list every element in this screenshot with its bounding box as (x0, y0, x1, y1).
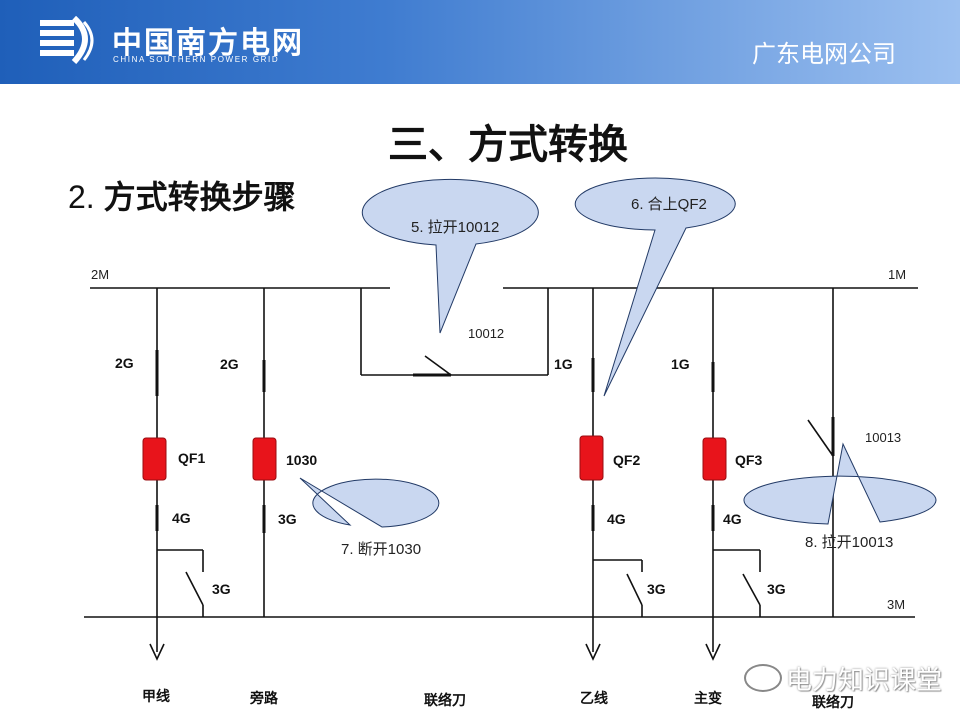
feeder-yi: 乙线 (580, 690, 608, 706)
breaker-qf3 (702, 437, 727, 481)
header-banner: 中国南方电网 CHINA SOUTHERN POWER GRID 广东电网公司 (0, 0, 960, 84)
feeder-zhu: 主变 (694, 690, 722, 706)
subtitle-text: 方式转换步骤 (103, 179, 296, 215)
callout-7-shape (299, 477, 440, 528)
watermark-text: 电力知识课堂 (786, 665, 943, 695)
company-name: 广东电网公司 (752, 41, 896, 68)
bus-1m-label: 1M (888, 267, 906, 282)
subtitle-number: 2. (68, 179, 95, 215)
breaker-qf1 (142, 437, 167, 481)
bus-3m-label: 3M (887, 597, 905, 612)
label-qf1: QF1 (178, 450, 205, 466)
callout-8-shape (743, 442, 937, 525)
callout-6-text: 6. 合上QF2 (631, 196, 707, 213)
label-zhu-3g: 3G (767, 581, 786, 597)
slide-title: 三、方式转换 (388, 123, 628, 167)
callout-8-text: 8. 拉开10013 (805, 534, 893, 551)
label-1030: 1030 (286, 452, 317, 468)
wechat-icon (744, 664, 782, 692)
power-grid-logo-icon (40, 16, 94, 64)
label-yi-1g: 1G (554, 356, 573, 372)
breaker-1030 (252, 437, 277, 481)
slide-subtitle: 2. 方式转换步骤 (68, 172, 296, 218)
breaker-qf2 (579, 435, 604, 481)
logo-text-cn: 中国南方电网 (112, 27, 304, 60)
feeder-jia: 甲线 (142, 688, 170, 704)
logo-text-en: CHINA SOUTHERN POWER GRID (113, 55, 280, 64)
label-jia-3g: 3G (212, 581, 231, 597)
callout-5-text: 5. 拉开10012 (411, 219, 499, 236)
label-qf2: QF2 (613, 452, 640, 468)
label-yi-4g: 4G (607, 511, 626, 527)
label-yi-3g: 3G (647, 581, 666, 597)
bus-2m-label: 2M (91, 267, 109, 282)
label-jia-2g: 2G (115, 355, 134, 371)
label-10013: 10013 (865, 430, 901, 445)
callout-5-shape (361, 178, 539, 334)
callout-6-shape (574, 177, 736, 397)
feeder-tie-1: 联络刀 (424, 692, 466, 708)
feeder-tie-2: 联络刀 (812, 694, 854, 710)
label-10012: 10012 (468, 326, 504, 341)
label-zhu-1g: 1G (671, 356, 690, 372)
label-pang-3g: 3G (278, 511, 297, 527)
feeder-pang: 旁路 (249, 690, 279, 706)
label-qf3: QF3 (735, 452, 762, 468)
label-jia-4g: 4G (172, 510, 191, 526)
callout-7-text: 7. 断开1030 (341, 541, 421, 558)
label-zhu-4g: 4G (723, 511, 742, 527)
label-pang-2g: 2G (220, 356, 239, 372)
